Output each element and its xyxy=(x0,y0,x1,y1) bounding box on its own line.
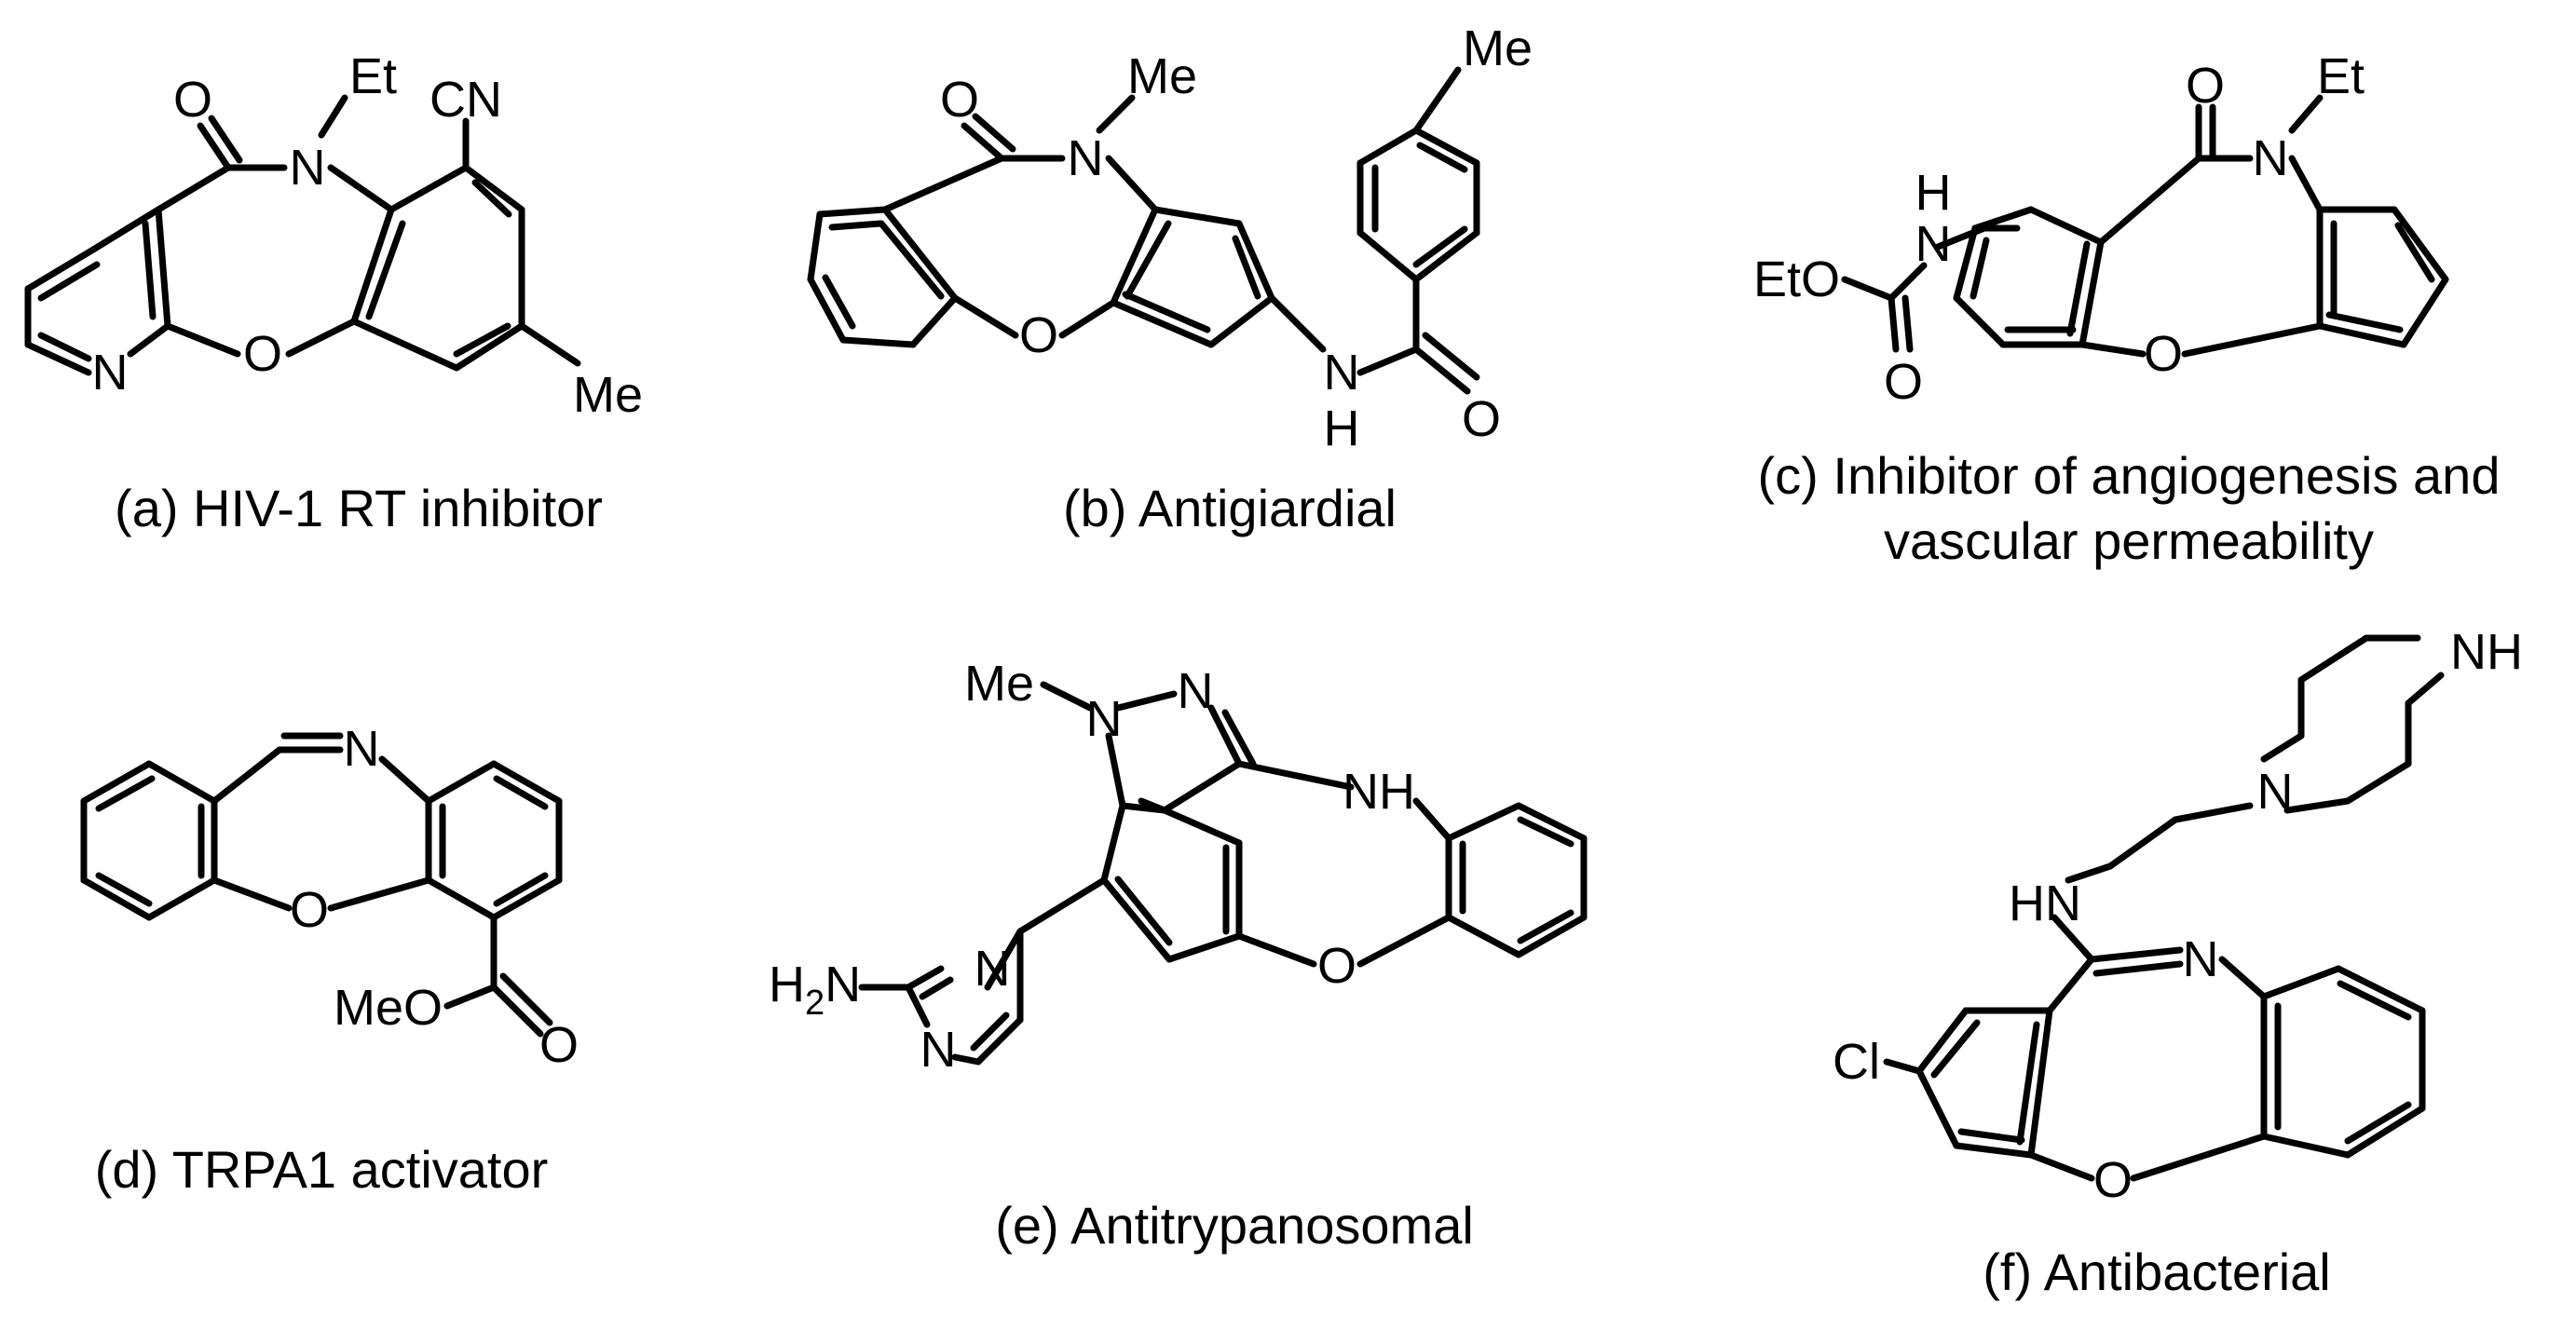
atom-h2n-h-e: H xyxy=(769,957,805,1012)
atom-n-carbamate-c: N xyxy=(1915,216,1952,272)
caption-d: (d) TRPA1 activator xyxy=(95,1140,549,1199)
caption-c-line1: (c) Inhibitor of angiogenesis and xyxy=(1758,446,2501,505)
atom-me-a: Me xyxy=(573,367,643,423)
atom-o-carbonyl-b: O xyxy=(940,72,979,128)
atom-n-amide-a: N xyxy=(290,140,326,196)
atom-o-ring-b: O xyxy=(1019,307,1058,363)
atom-h-carbamate-c: H xyxy=(1915,165,1952,221)
atom-me-aryl-b: Me xyxy=(1463,20,1533,76)
atom-o-ring-a: O xyxy=(243,326,282,382)
caption-e: (e) Antitrypanosomal xyxy=(995,1196,1474,1255)
compound-c: O N Et N H EtO O O (c) Inhibitor of angi… xyxy=(1753,48,2501,570)
atom-n-amide-side-b: N xyxy=(1324,345,1360,401)
atom-o-carbonyl-c: O xyxy=(2186,58,2225,114)
atom-meo-d: MeO xyxy=(334,980,443,1036)
compound-a: O N Et CN N O Me (a) HIV-1 RT inhibitor xyxy=(24,48,643,537)
atom-h-amide-side-b: H xyxy=(1324,401,1360,456)
atom-o-ring-d: O xyxy=(290,882,329,938)
atom-cn-a: CN xyxy=(429,72,502,128)
atom-cl-f: Cl xyxy=(1833,1034,1880,1090)
atom-eto-c: EtO xyxy=(1753,251,1840,307)
atom-n-amide-c: N xyxy=(2253,130,2289,186)
atom-o-carbonyl-a: O xyxy=(173,72,212,128)
atom-n-pym2-e: N xyxy=(920,1022,957,1078)
atom-et-c: Et xyxy=(2317,48,2365,104)
atom-o-carbamate-c: O xyxy=(1884,354,1923,410)
compound-d: N O MeO O (d) TRPA1 activator xyxy=(80,721,579,1199)
atom-n-imine-d: N xyxy=(344,721,380,777)
caption-c-line2: vascular permeability xyxy=(1884,511,2374,570)
atom-n-imine-f: N xyxy=(2183,931,2219,987)
atom-o-ring-c: O xyxy=(2144,326,2183,382)
atom-o-ester-d: O xyxy=(539,1017,579,1073)
atom-h2n-e: H2N xyxy=(769,957,861,1023)
atom-n-amide-b: N xyxy=(1068,130,1104,186)
atom-h2n-sub-e: 2 xyxy=(805,984,825,1023)
compound-b: O N Me Me O N H O (b) Antigiardial xyxy=(807,20,1533,537)
atom-o-amide-side-b: O xyxy=(1462,391,1501,447)
atom-hn-f: HN xyxy=(2009,876,2081,931)
atom-n-pyridine-a: N xyxy=(92,345,129,401)
atom-n-pym1-e: N xyxy=(975,941,1011,997)
atom-o-ring-f: O xyxy=(2093,1152,2133,1208)
atom-h2n-n-e: N xyxy=(825,957,861,1012)
atom-nh-piperazine-f: NH xyxy=(2450,624,2523,680)
atom-o-ring-e: O xyxy=(1317,938,1356,994)
caption-a: (a) HIV-1 RT inhibitor xyxy=(115,479,603,537)
compound-f: NH N HN N Cl O (f) Antibacterial xyxy=(1833,624,2523,1301)
atom-me-e: Me xyxy=(964,656,1034,712)
compound-e: Me N N NH O H2N N N (e) Antitrypanosomal xyxy=(769,656,1588,1255)
atom-n-piperazine-f: N xyxy=(2257,764,2294,820)
atom-n2-e: N xyxy=(1178,663,1214,719)
atom-et-a: Et xyxy=(349,48,397,104)
caption-f: (f) Antibacterial xyxy=(1983,1242,2331,1301)
atom-me-n-b: Me xyxy=(1127,48,1197,104)
atom-n1-e: N xyxy=(1086,691,1123,747)
atom-nh-e: NH xyxy=(1343,764,1415,820)
caption-b: (b) Antigiardial xyxy=(1063,479,1397,537)
